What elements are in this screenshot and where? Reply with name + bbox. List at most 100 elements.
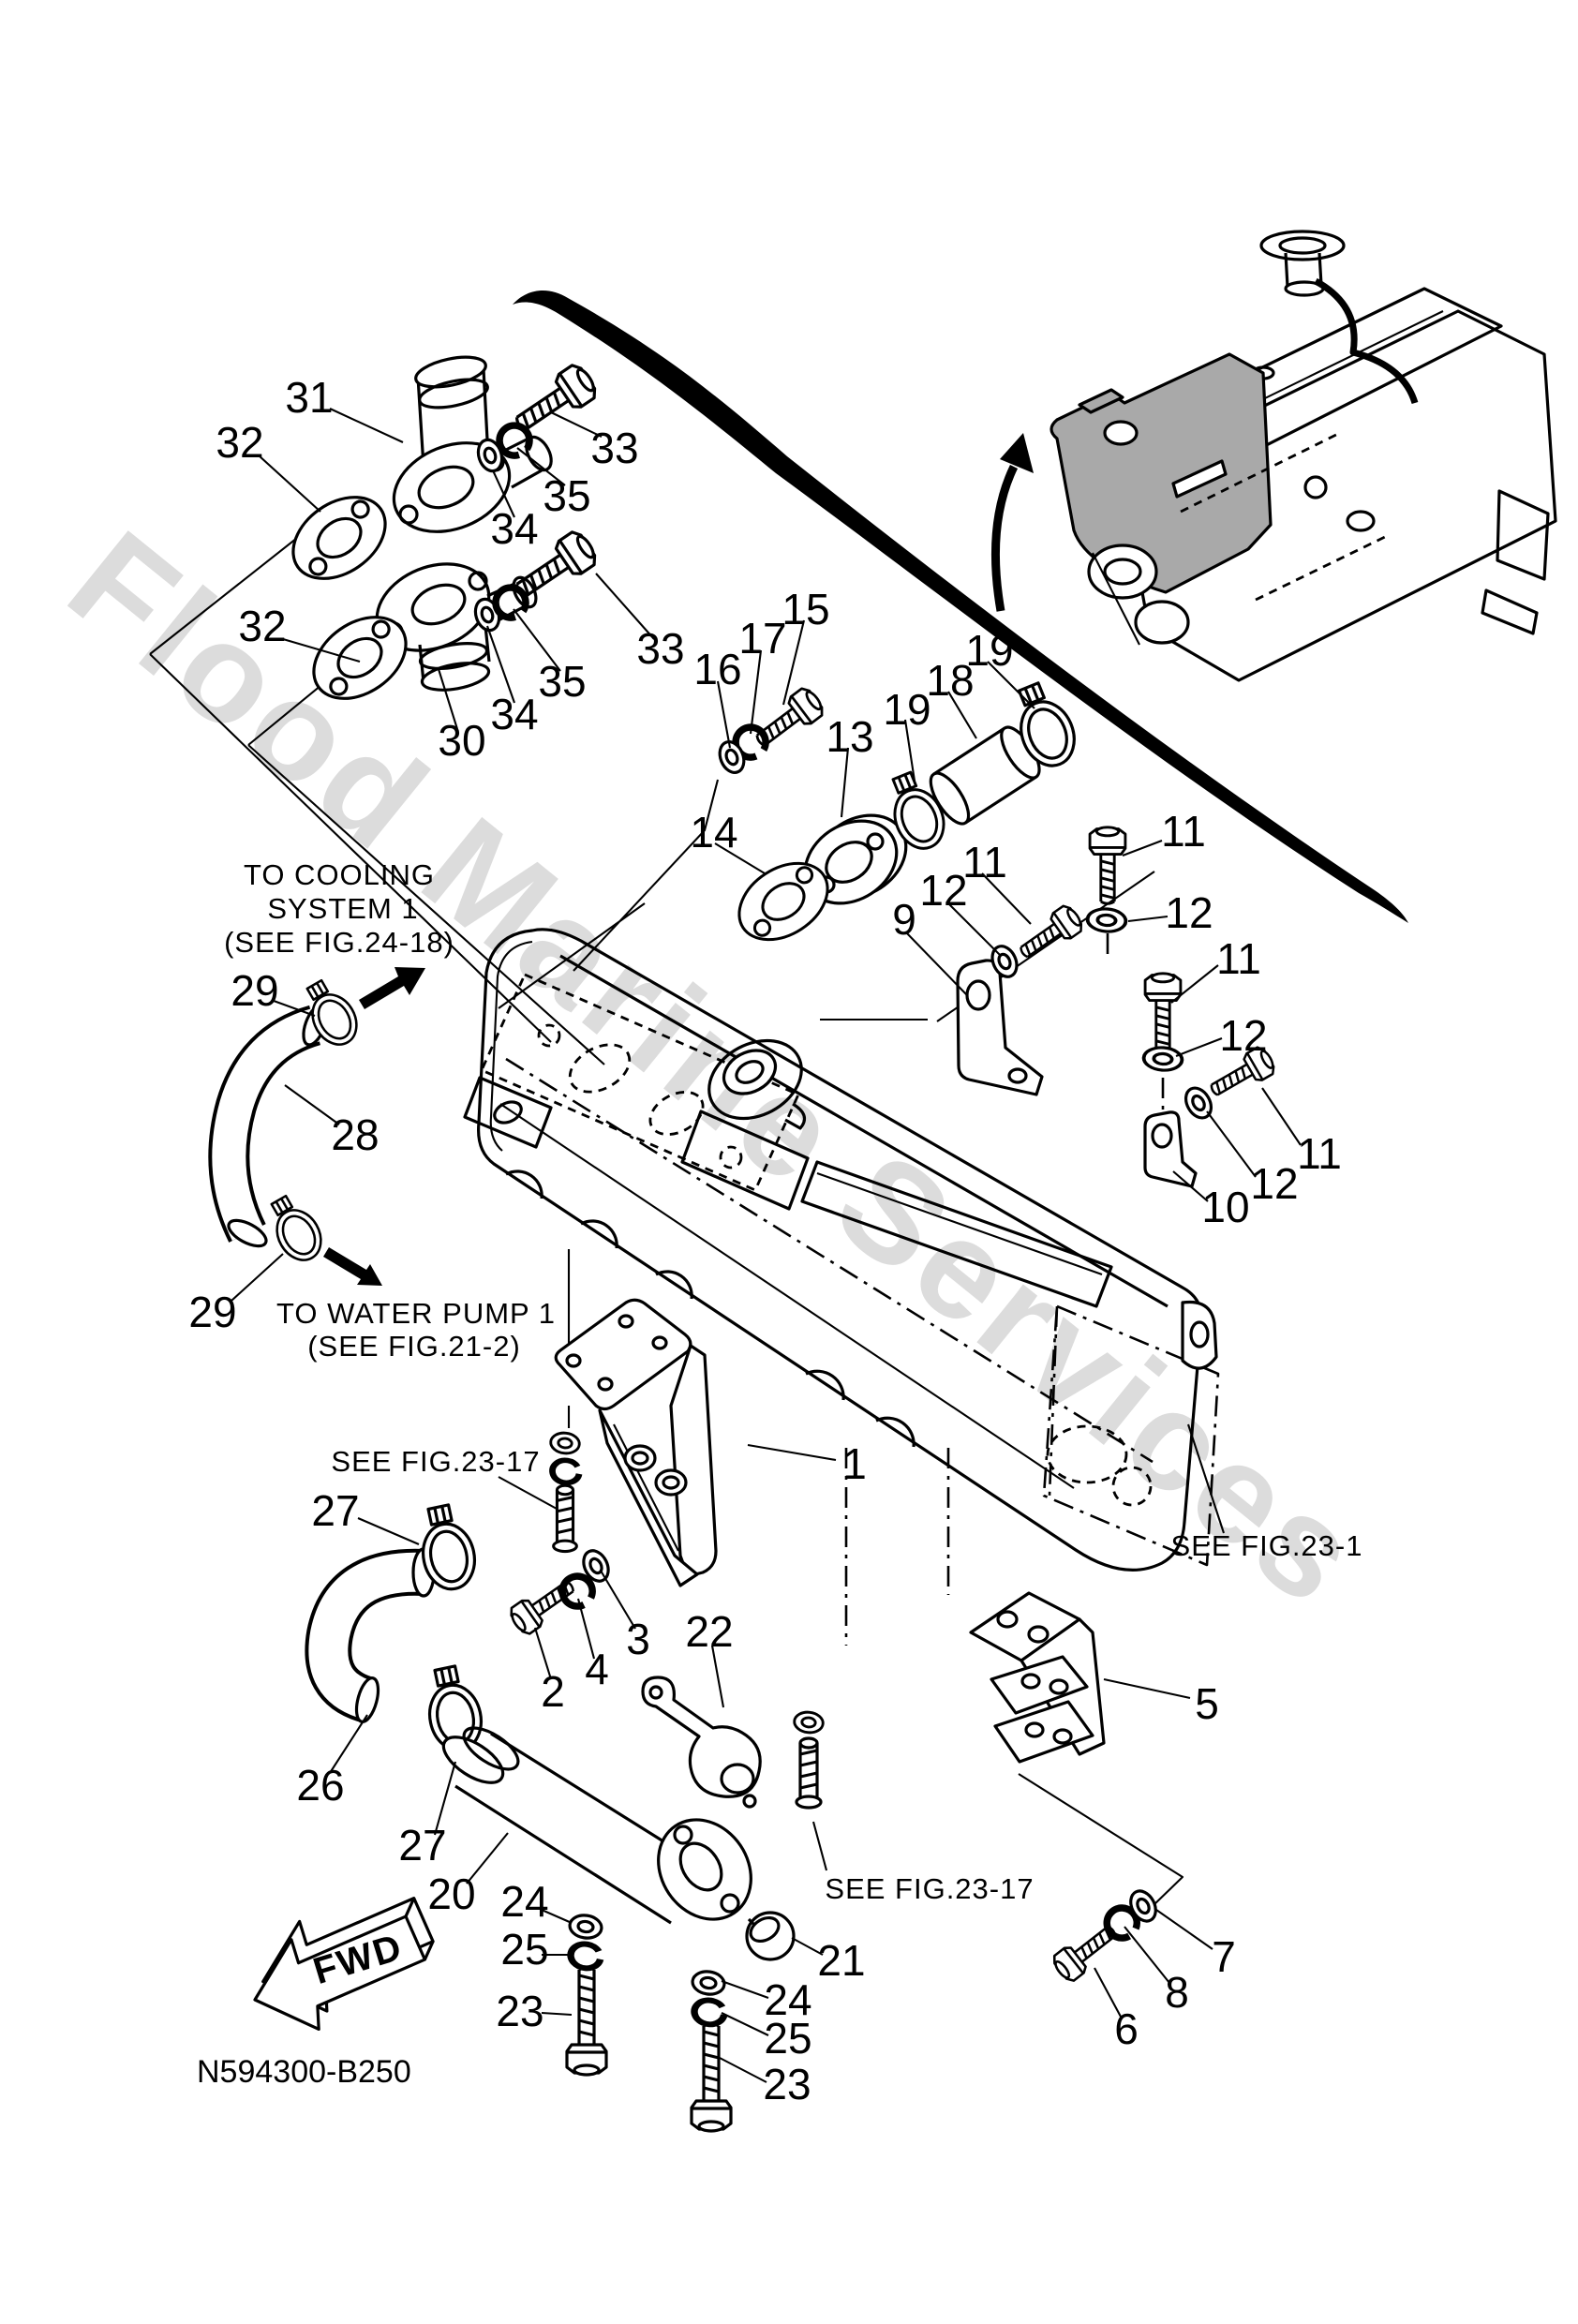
note-text: SEE FIG.23-17 (331, 1445, 540, 1478)
callout-11: 11 (1161, 807, 1206, 856)
callout-28: 28 (331, 1110, 379, 1159)
callout-29: 29 (188, 1288, 236, 1336)
plug-21 (745, 1911, 796, 1961)
leader-lines (231, 408, 1302, 2083)
callout-26: 26 (296, 1761, 344, 1810)
water-pump-arrow (323, 1247, 382, 1286)
callout-17: 17 (738, 614, 786, 663)
callout-34: 34 (490, 690, 538, 738)
engine-pointer-arrow (990, 465, 1019, 612)
axis-lines (844, 933, 1165, 1646)
note-text: SEE FIG.23-1 (1171, 1529, 1363, 1562)
callout-12: 12 (919, 866, 967, 915)
callout-14: 14 (690, 808, 737, 857)
manifold-lugs (505, 1169, 916, 1448)
note-text: (SEE FIG.21-2) (307, 1330, 521, 1363)
separator-swoosh (513, 290, 1408, 923)
callout-29: 29 (231, 966, 278, 1015)
note-text: TO WATER PUMP 1 (276, 1297, 556, 1330)
washer-12 (1140, 1044, 1185, 1074)
callout-1: 1 (842, 1439, 867, 1488)
callout-30: 30 (438, 716, 485, 765)
washer-7 (1124, 1885, 1163, 1928)
callout-25: 25 (500, 1925, 548, 1974)
callout-35: 35 (543, 471, 590, 520)
callout-21: 21 (817, 1936, 865, 1985)
callout-24: 24 (764, 1975, 811, 2024)
callout-16: 16 (693, 645, 741, 693)
stay-bracket-10 (1143, 1110, 1198, 1188)
callout-22: 22 (685, 1607, 733, 1656)
washer (792, 1709, 826, 1736)
gasket-32 (275, 479, 403, 597)
callout-27: 27 (398, 1821, 446, 1870)
callout-13: 13 (826, 712, 873, 761)
callout-32: 32 (238, 602, 286, 650)
callout-35: 35 (538, 657, 586, 706)
note-text: SYSTEM 1 (267, 892, 418, 925)
callout-7: 7 (1212, 1932, 1236, 1981)
cooling-system-arrow (359, 967, 425, 1009)
engine-thumbnail (990, 230, 1557, 682)
bolt-11 (1088, 826, 1127, 905)
exhaust-joint-pipe-20 (441, 1726, 752, 1925)
washer-16 (713, 737, 751, 778)
callout-25: 25 (764, 2014, 811, 2063)
callout-23: 23 (496, 1987, 543, 2035)
callout-2: 2 (541, 1667, 565, 1716)
mount-bracket-1 (554, 1298, 718, 1587)
line-art: FWD (149, 230, 1557, 2133)
stud-bolt (795, 1736, 823, 1810)
callout-11: 11 (962, 838, 1007, 886)
washer-24 (689, 1968, 728, 1998)
engine-pointer-arrowhead (1000, 433, 1034, 473)
callout-34: 34 (490, 504, 538, 553)
stay-bracket-9 (956, 959, 1044, 1096)
bolt-11 (1012, 901, 1087, 967)
highlighted-exhaust-manifold (1050, 352, 1273, 594)
note-text: (SEE FIG.24-18) (224, 926, 454, 959)
gasket-22 (641, 1676, 762, 1809)
bolt-23 (690, 2021, 733, 2133)
bolt-23 (565, 1965, 608, 2077)
callout-12: 12 (1219, 1011, 1267, 1060)
callout-20: 20 (427, 1870, 475, 1918)
stud-bolt (552, 1483, 578, 1554)
callout-31: 31 (285, 373, 333, 422)
callout-12: 12 (1250, 1159, 1298, 1208)
fwd-arrow: FWD (253, 1897, 435, 2032)
lock-washer (551, 1458, 581, 1484)
exhaust-manifold-body (463, 928, 1220, 1572)
joint-fitting-31 (392, 355, 553, 533)
callout-33: 33 (636, 624, 684, 673)
callout-8: 8 (1165, 1968, 1189, 2017)
hose-26 (305, 1547, 436, 1723)
note-text: TO COOLING (244, 858, 435, 891)
callout-18: 18 (926, 656, 974, 705)
part-code: N594300-B250 (197, 2054, 411, 2090)
bolt-15 (748, 683, 828, 756)
bolt-6 (1048, 1916, 1124, 1986)
callout-23: 23 (763, 2060, 811, 2108)
callout-11: 11 (1297, 1129, 1342, 1178)
callout-24: 24 (500, 1877, 548, 1926)
callout-3: 3 (626, 1615, 650, 1663)
callout-10: 10 (1201, 1183, 1249, 1231)
callout-19: 19 (883, 685, 930, 734)
note-text: SEE FIG.23-17 (825, 1872, 1034, 1905)
callout-5: 5 (1195, 1679, 1219, 1728)
callout-9: 9 (892, 895, 916, 944)
callout-6: 6 (1114, 2004, 1139, 2053)
callout-19: 19 (965, 626, 1013, 675)
washer (548, 1430, 582, 1456)
callout-12: 12 (1165, 888, 1213, 937)
mount-bracket-5 (969, 1591, 1106, 1764)
bolt-11 (1143, 972, 1183, 1051)
washer-24 (566, 1912, 605, 1942)
callout-27: 27 (311, 1486, 359, 1535)
callout-33: 33 (590, 424, 638, 472)
callout-11: 11 (1216, 934, 1261, 983)
